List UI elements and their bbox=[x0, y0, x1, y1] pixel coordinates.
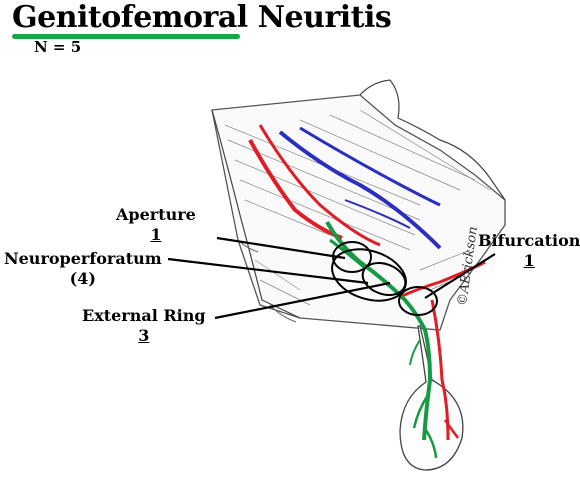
label-bifurcation-value: 1 bbox=[523, 251, 535, 270]
fascia-hatching bbox=[224, 109, 491, 306]
label-neuroperforatum-name: Neuroperforatum bbox=[4, 249, 162, 268]
bifurcation-leader bbox=[424, 253, 496, 299]
label-external-ring-name: External Ring bbox=[82, 306, 206, 325]
aperture-ellipse bbox=[332, 241, 372, 273]
label-external-ring-value: 3 bbox=[138, 326, 150, 345]
page-title: Genitofemoral Neuritis bbox=[12, 0, 392, 35]
aperture-leader bbox=[216, 236, 346, 260]
artery bbox=[248, 139, 343, 240]
label-external-ring: External Ring 3 bbox=[82, 306, 206, 346]
label-bifurcation-name: Bifurcation bbox=[478, 231, 580, 250]
title-word-neuritis: Neuritis bbox=[257, 0, 392, 35]
hand-right-outline bbox=[389, 79, 506, 201]
external-ring-ellipse bbox=[361, 262, 407, 296]
vein bbox=[278, 130, 442, 250]
sample-count: N = 5 bbox=[34, 38, 82, 56]
external-ring-leader bbox=[214, 281, 391, 320]
label-aperture-name: Aperture bbox=[116, 205, 196, 224]
label-aperture-value: 1 bbox=[150, 225, 162, 244]
title-underline bbox=[12, 34, 240, 39]
label-aperture: Aperture 1 bbox=[116, 205, 196, 245]
bifurcation-ellipse bbox=[398, 286, 438, 316]
label-neuroperforatum-value: (4) bbox=[69, 269, 96, 288]
title-word-genitofemoral: Genitofemoral bbox=[12, 0, 248, 35]
scrotum-outline bbox=[399, 325, 464, 471]
hand-left-outline bbox=[211, 109, 301, 319]
label-bifurcation: Bifurcation 1 bbox=[478, 231, 580, 271]
label-neuroperforatum: Neuroperforatum (4) bbox=[4, 249, 162, 289]
